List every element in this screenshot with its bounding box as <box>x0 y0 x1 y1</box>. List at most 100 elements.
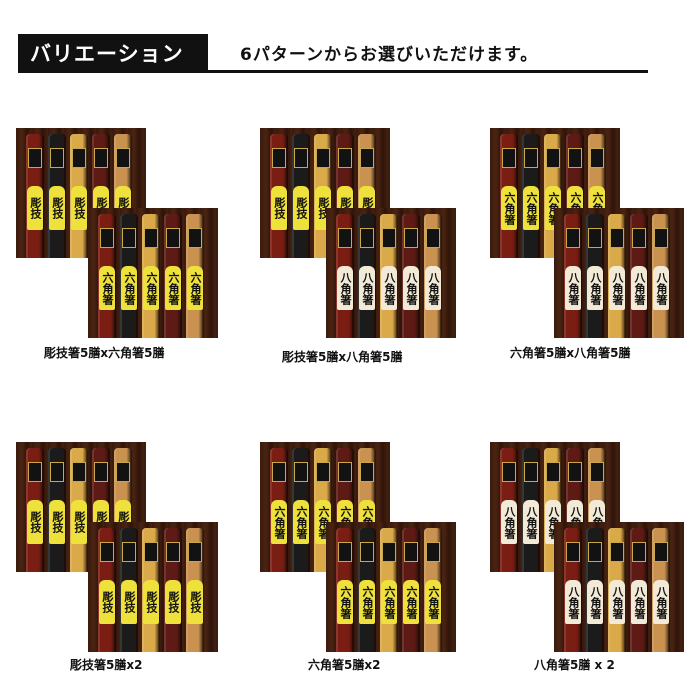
chopstick-label: 彫技 <box>121 580 137 624</box>
chopstick-brand-tag <box>588 542 602 562</box>
chopstick-label: 彫技 <box>49 500 65 544</box>
chopstick: 八角箸 <box>380 214 398 338</box>
chopstick-brand-tag <box>316 148 330 168</box>
chopstick: 彫技 <box>270 134 288 258</box>
chopstick: 六角箸 <box>380 528 398 652</box>
chopstick: 八角箸 <box>652 528 670 652</box>
chopstick-brand-tag <box>166 228 180 248</box>
chopstick-label: 六角箸 <box>187 266 203 310</box>
chopstick-brand-tag <box>610 542 624 562</box>
chopsticks-photo-front: 六角箸六角箸六角箸六角箸六角箸 <box>88 208 218 338</box>
chopstick-brand-tag <box>566 542 580 562</box>
chopstick: 八角箸 <box>630 214 648 338</box>
chopstick-brand-tag <box>404 228 418 248</box>
chopstick-brand-tag <box>588 228 602 248</box>
chopstick: 六角箸 <box>522 134 540 258</box>
chopsticks-photo-front: 六角箸六角箸六角箸六角箸六角箸 <box>326 522 456 652</box>
chopstick-brand-tag <box>100 228 114 248</box>
chopstick: 八角箸 <box>402 214 420 338</box>
chopstick-brand-tag <box>426 542 440 562</box>
chopstick-brand-tag <box>50 462 64 482</box>
chopstick: 彫技 <box>164 528 182 652</box>
chopstick-brand-tag <box>294 462 308 482</box>
chopstick: 六角箸 <box>500 134 518 258</box>
chopstick-label: 六角箸 <box>99 266 115 310</box>
chopstick: 彫技 <box>98 528 116 652</box>
chopstick-brand-tag <box>360 148 374 168</box>
chopstick: 八角箸 <box>586 528 604 652</box>
chopstick-label: 彫技 <box>49 186 65 230</box>
chopstick-label: 六角箸 <box>403 580 419 624</box>
chopstick: 六角箸 <box>98 214 116 338</box>
chopstick-brand-tag <box>166 542 180 562</box>
chopsticks-photo-front: 八角箸八角箸八角箸八角箸八角箸 <box>554 522 684 652</box>
chopstick-brand-tag <box>382 228 396 248</box>
variation-caption: 六角箸5膳x2 <box>308 658 381 672</box>
chopstick: 八角箸 <box>608 214 626 338</box>
chopstick-brand-tag <box>122 542 136 562</box>
chopstick-label: 六角箸 <box>523 186 539 230</box>
chopstick-label: 彫技 <box>27 186 43 230</box>
chopstick: 八角箸 <box>336 214 354 338</box>
chopstick-label: 彫技 <box>71 186 87 230</box>
chopstick-label: 八角箸 <box>631 580 647 624</box>
section-title-badge: バリエーション <box>18 34 208 72</box>
chopstick-label: 六角箸 <box>143 266 159 310</box>
chopstick-label: 八角箸 <box>359 266 375 310</box>
chopstick-label: 六角箸 <box>359 580 375 624</box>
chopstick-label: 八角箸 <box>609 580 625 624</box>
chopstick-label: 八角箸 <box>587 580 603 624</box>
chopstick: 六角箸 <box>336 528 354 652</box>
chopstick-brand-tag <box>524 462 538 482</box>
chopstick: 八角箸 <box>564 214 582 338</box>
chopstick-brand-tag <box>94 462 108 482</box>
chopstick-brand-tag <box>294 148 308 168</box>
chopstick-label: 八角箸 <box>337 266 353 310</box>
chopstick-brand-tag <box>72 462 86 482</box>
chopstick-label: 八角箸 <box>631 266 647 310</box>
chopstick: 六角箸 <box>358 528 376 652</box>
chopstick: 六角箸 <box>186 214 204 338</box>
chopstick-brand-tag <box>122 228 136 248</box>
chopstick-brand-tag <box>654 228 668 248</box>
chopstick-brand-tag <box>272 462 286 482</box>
chopstick-label: 八角箸 <box>653 580 669 624</box>
chopstick: 八角箸 <box>500 448 518 572</box>
chopstick-brand-tag <box>360 462 374 482</box>
header-divider <box>18 70 648 73</box>
variation-caption: 彫技箸5膳x六角箸5膳 <box>44 346 165 360</box>
chopstick: 八角箸 <box>424 214 442 338</box>
section-subtitle: 6パターンからお選びいただけます。 <box>240 45 539 65</box>
chopstick-brand-tag <box>654 542 668 562</box>
chopstick-brand-tag <box>566 228 580 248</box>
chopstick-label: 彫技 <box>27 500 43 544</box>
variation-caption: 彫技箸5膳x八角箸5膳 <box>282 350 403 364</box>
chopstick-brand-tag <box>116 148 130 168</box>
chopstick: 六角箸 <box>164 214 182 338</box>
chopstick-label: 八角箸 <box>565 580 581 624</box>
chopstick-brand-tag <box>144 228 158 248</box>
chopstick-label: 彫技 <box>99 580 115 624</box>
chopstick-brand-tag <box>590 148 604 168</box>
chopstick: 彫技 <box>142 528 160 652</box>
chopstick: 六角箸 <box>142 214 160 338</box>
chopstick-brand-tag <box>360 542 374 562</box>
chopstick-brand-tag <box>568 462 582 482</box>
chopstick-brand-tag <box>590 462 604 482</box>
chopstick: 八角箸 <box>630 528 648 652</box>
variation-caption: 彫技箸5膳x2 <box>70 658 143 672</box>
chopstick-label: 六角箸 <box>425 580 441 624</box>
chopstick: 八角箸 <box>652 214 670 338</box>
chopstick-brand-tag <box>502 462 516 482</box>
chopstick-brand-tag <box>100 542 114 562</box>
chopstick-brand-tag <box>404 542 418 562</box>
chopstick: 六角箸 <box>402 528 420 652</box>
chopstick-label: 六角箸 <box>381 580 397 624</box>
